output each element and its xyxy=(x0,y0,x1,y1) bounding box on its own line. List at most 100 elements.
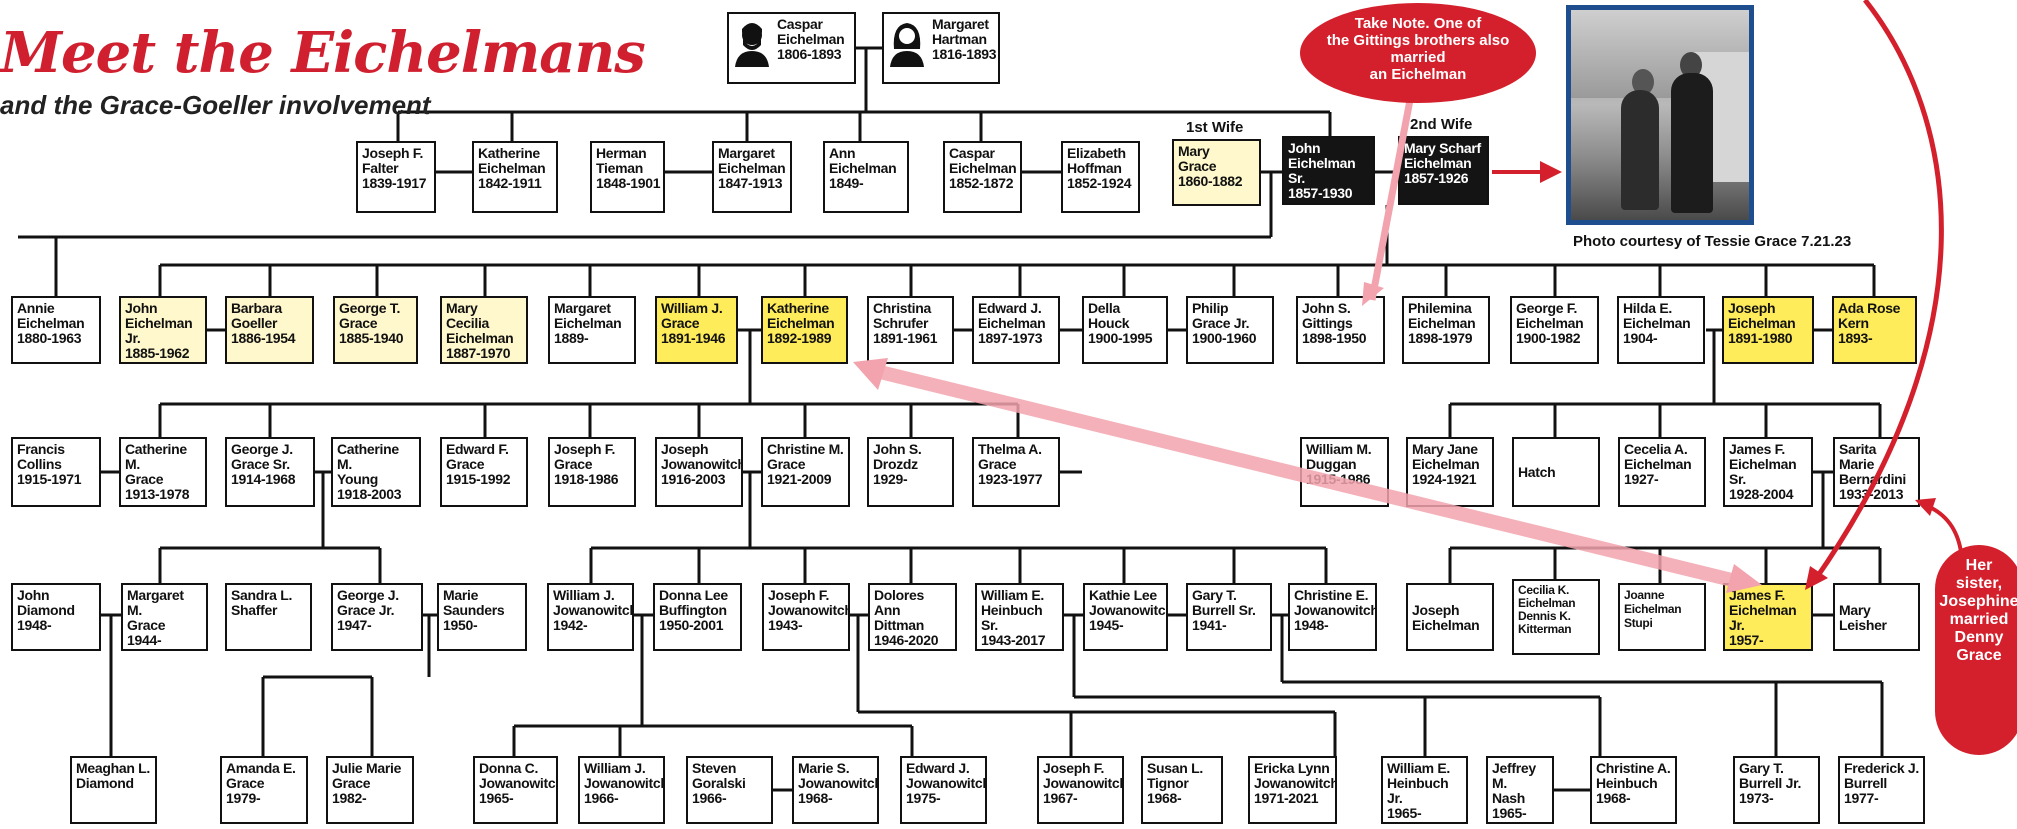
person-cecilia-k-eichelman[interactable]: Cecilia K. Eichelman Dennis K. Kitterman xyxy=(1512,579,1600,655)
person-name: Christine A. Heinbuch xyxy=(1596,760,1671,791)
person-william-e-heinbuch-sr[interactable]: William E. Heinbuch Sr.1943-2017 xyxy=(975,583,1064,651)
person-james-f-eichelman-sr[interactable]: James F. Eichelman Sr.1928-2004 xyxy=(1723,437,1813,507)
person-name: Christine E. Jowanowitch xyxy=(1294,587,1377,618)
person-margaret-hartman[interactable]: Margaret Hartman 1816-1893 xyxy=(882,12,1000,84)
person-name: Thelma A. Grace xyxy=(978,441,1042,472)
person-george-j-grace-jr[interactable]: George J. Grace Jr.1947- xyxy=(331,583,423,651)
person-dates: 1928-2004 xyxy=(1729,486,1794,502)
person-sandra-l-shaffer[interactable]: Sandra L. Shaffer xyxy=(225,583,312,651)
person-mary-leisher[interactable]: Mary Leisher xyxy=(1833,583,1920,651)
person-name: Edward J. Eichelman xyxy=(978,300,1046,331)
person-name: Catherine M. Grace xyxy=(125,441,187,487)
person-gary-t-burrell-sr[interactable]: Gary T. Burrell Sr.1941- xyxy=(1186,583,1272,651)
person-philip-grace-jr[interactable]: Philip Grace Jr.1900-1960 xyxy=(1186,296,1274,364)
person-name: Gary T. Burrell Jr. xyxy=(1739,760,1802,791)
person-george-j-grace-sr[interactable]: George J. Grace Sr.1914-1968 xyxy=(225,437,315,507)
person-name: Christine M. Grace xyxy=(767,441,844,472)
second-wife-label: 2nd Wife xyxy=(1410,116,1473,133)
person-name: Mary Grace xyxy=(1178,143,1217,174)
person-hatch[interactable]: Hatch xyxy=(1512,437,1600,507)
person-john-eichelman-jr[interactable]: John Eichelman Jr.1885-1962 xyxy=(119,296,207,364)
person-name: John Diamond xyxy=(17,587,75,618)
person-james-f-eichelman-jr[interactable]: James F. Eichelman Jr.1957- xyxy=(1723,583,1813,651)
person-dates: 1847-1913 xyxy=(718,175,783,191)
person-name: Marie S. Jowanowitch xyxy=(798,760,879,791)
person-gary-t-burrell-jr[interactable]: Gary T. Burrell Jr.1973- xyxy=(1733,756,1820,824)
take-note-callout: Take Note. One of the Gittings brothers … xyxy=(1300,3,1536,103)
person-joseph-eichelman-2[interactable]: Joseph Eichelman xyxy=(1406,583,1494,651)
person-name: Joseph Eichelman xyxy=(1728,300,1796,331)
person-dates: 1941- xyxy=(1192,617,1227,633)
person-joanne-eichelman-stupi[interactable]: Joanne Eichelman Stupi xyxy=(1618,583,1706,651)
person-dates: 1914-1968 xyxy=(231,471,296,487)
person-caspar-eichelman[interactable]: Caspar Eichelman 1806-1893 xyxy=(727,12,856,84)
person-meaghan-l-diamond[interactable]: Meaghan L. Diamond xyxy=(70,756,157,824)
page-subtitle: and the Grace-Goeller involvement xyxy=(0,90,431,120)
person-william-e-heinbuch-jr[interactable]: William E. Heinbuch Jr.1965- xyxy=(1381,756,1468,824)
person-john-eichelman-sr[interactable]: John Eichelman Sr.1857-1930 xyxy=(1282,136,1375,205)
person-name: Margaret M. Grace xyxy=(127,587,184,633)
